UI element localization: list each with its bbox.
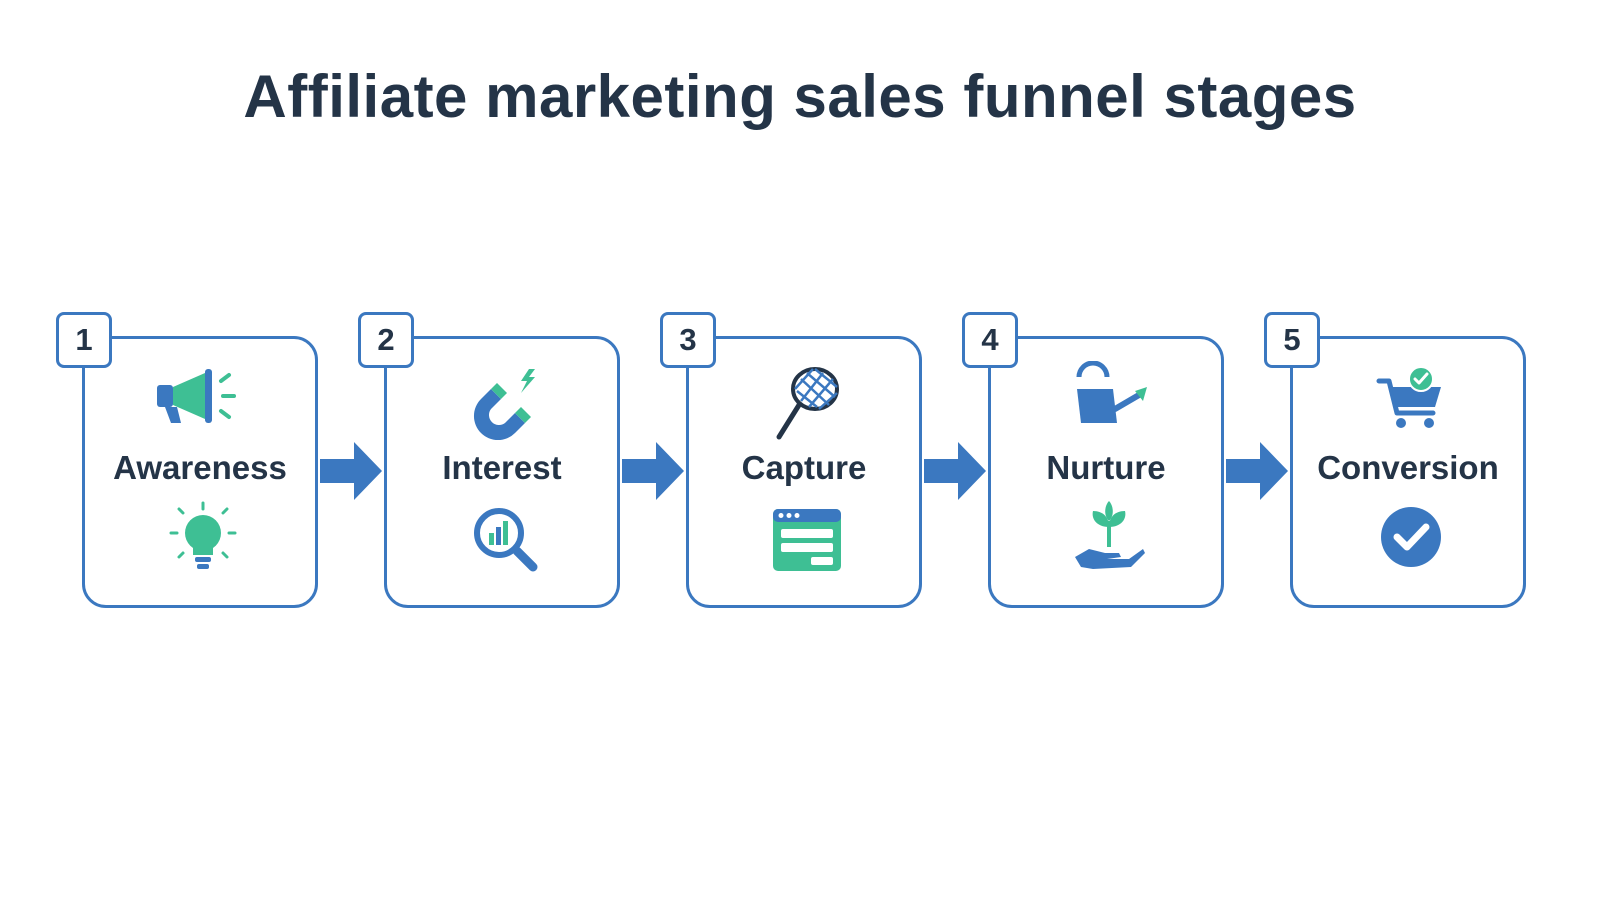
arrow-right-icon: [1226, 442, 1288, 500]
stage-number-badge: 4: [962, 312, 1018, 368]
magnifier-chart-icon: [474, 508, 538, 572]
cart-check-icon: [1376, 366, 1441, 428]
stage-label: Capture: [741, 449, 867, 486]
lightbulb-icon: [169, 501, 237, 569]
stage-card-capture: Capture: [686, 336, 922, 608]
stage-card-interest: Interest: [384, 336, 620, 608]
stage-card-nurture: Nurture: [988, 336, 1224, 608]
stage-card-conversion: Conversion: [1290, 336, 1526, 608]
arrow-right-icon: [924, 442, 986, 500]
stage-label: Nurture: [1046, 449, 1166, 486]
page-title: Affiliate marketing sales funnel stages: [243, 63, 1357, 130]
web-form-icon: [773, 509, 841, 571]
magnet-icon: [473, 369, 535, 441]
arrow-right-icon: [320, 442, 382, 500]
hand-sprout-icon: [1075, 501, 1145, 569]
stage-number-badge: 5: [1264, 312, 1320, 368]
stage-card-awareness: Awareness: [82, 336, 318, 608]
megaphone-icon: [157, 369, 236, 423]
net-icon: [776, 367, 839, 440]
stage-label: Interest: [442, 449, 562, 486]
stage-label: Awareness: [113, 449, 287, 486]
stage-number-badge: 1: [56, 312, 112, 368]
stage-number-badge: 3: [660, 312, 716, 368]
watering-can-icon: [1076, 361, 1147, 423]
stage-label: Conversion: [1317, 449, 1499, 486]
stage-number-badge: 2: [358, 312, 414, 368]
arrow-right-icon: [622, 442, 684, 500]
checkmark-circle-icon: [1381, 507, 1441, 567]
